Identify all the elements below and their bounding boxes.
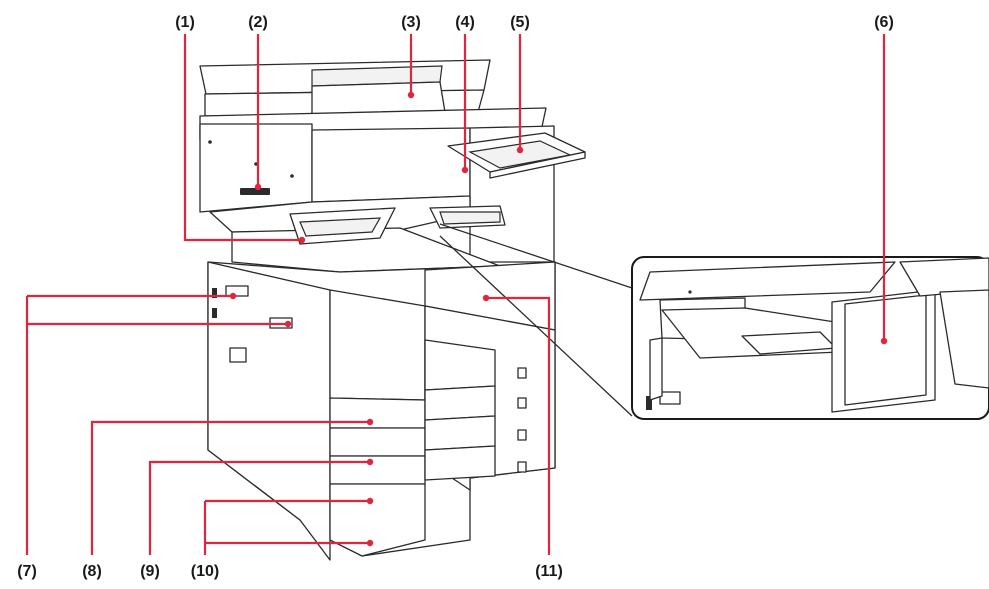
leader-8	[90, 418, 374, 555]
leader-6	[880, 34, 888, 345]
leader-4	[461, 34, 469, 174]
callout-label-11: (11)	[535, 563, 563, 580]
leader-5	[516, 34, 524, 154]
zoom-guide-lines	[439, 223, 633, 417]
leader-10	[203, 497, 374, 555]
callout-label-9: (9)	[140, 563, 160, 580]
leader-9	[148, 458, 374, 555]
callout-label-4: (4)	[455, 14, 475, 31]
callout-labels: (1) (2) (3) (4) (5) (6) (7) (8) (9) (10)…	[17, 14, 894, 580]
leader-2	[254, 34, 262, 191]
output-tray	[209, 195, 506, 273]
callout-label-5: (5)	[510, 14, 530, 31]
leader-3	[407, 34, 415, 99]
leader-11	[482, 294, 551, 555]
leader-lines	[25, 34, 888, 555]
callout-label-7: (7)	[17, 563, 37, 580]
callout-label-1: (1)	[175, 14, 195, 31]
leader-7	[25, 292, 292, 555]
zoom-inset	[631, 256, 989, 420]
callout-label-10: (10)	[191, 563, 219, 580]
leader-1	[183, 34, 306, 244]
callout-label-3: (3)	[401, 14, 421, 31]
inset-finisher-illustration	[639, 257, 989, 413]
printer-illustration	[199, 59, 633, 561]
callout-label-6: (6)	[874, 14, 894, 31]
callout-label-2: (2)	[248, 14, 268, 31]
callout-label-8: (8)	[82, 563, 102, 580]
operation-panel	[447, 132, 586, 179]
